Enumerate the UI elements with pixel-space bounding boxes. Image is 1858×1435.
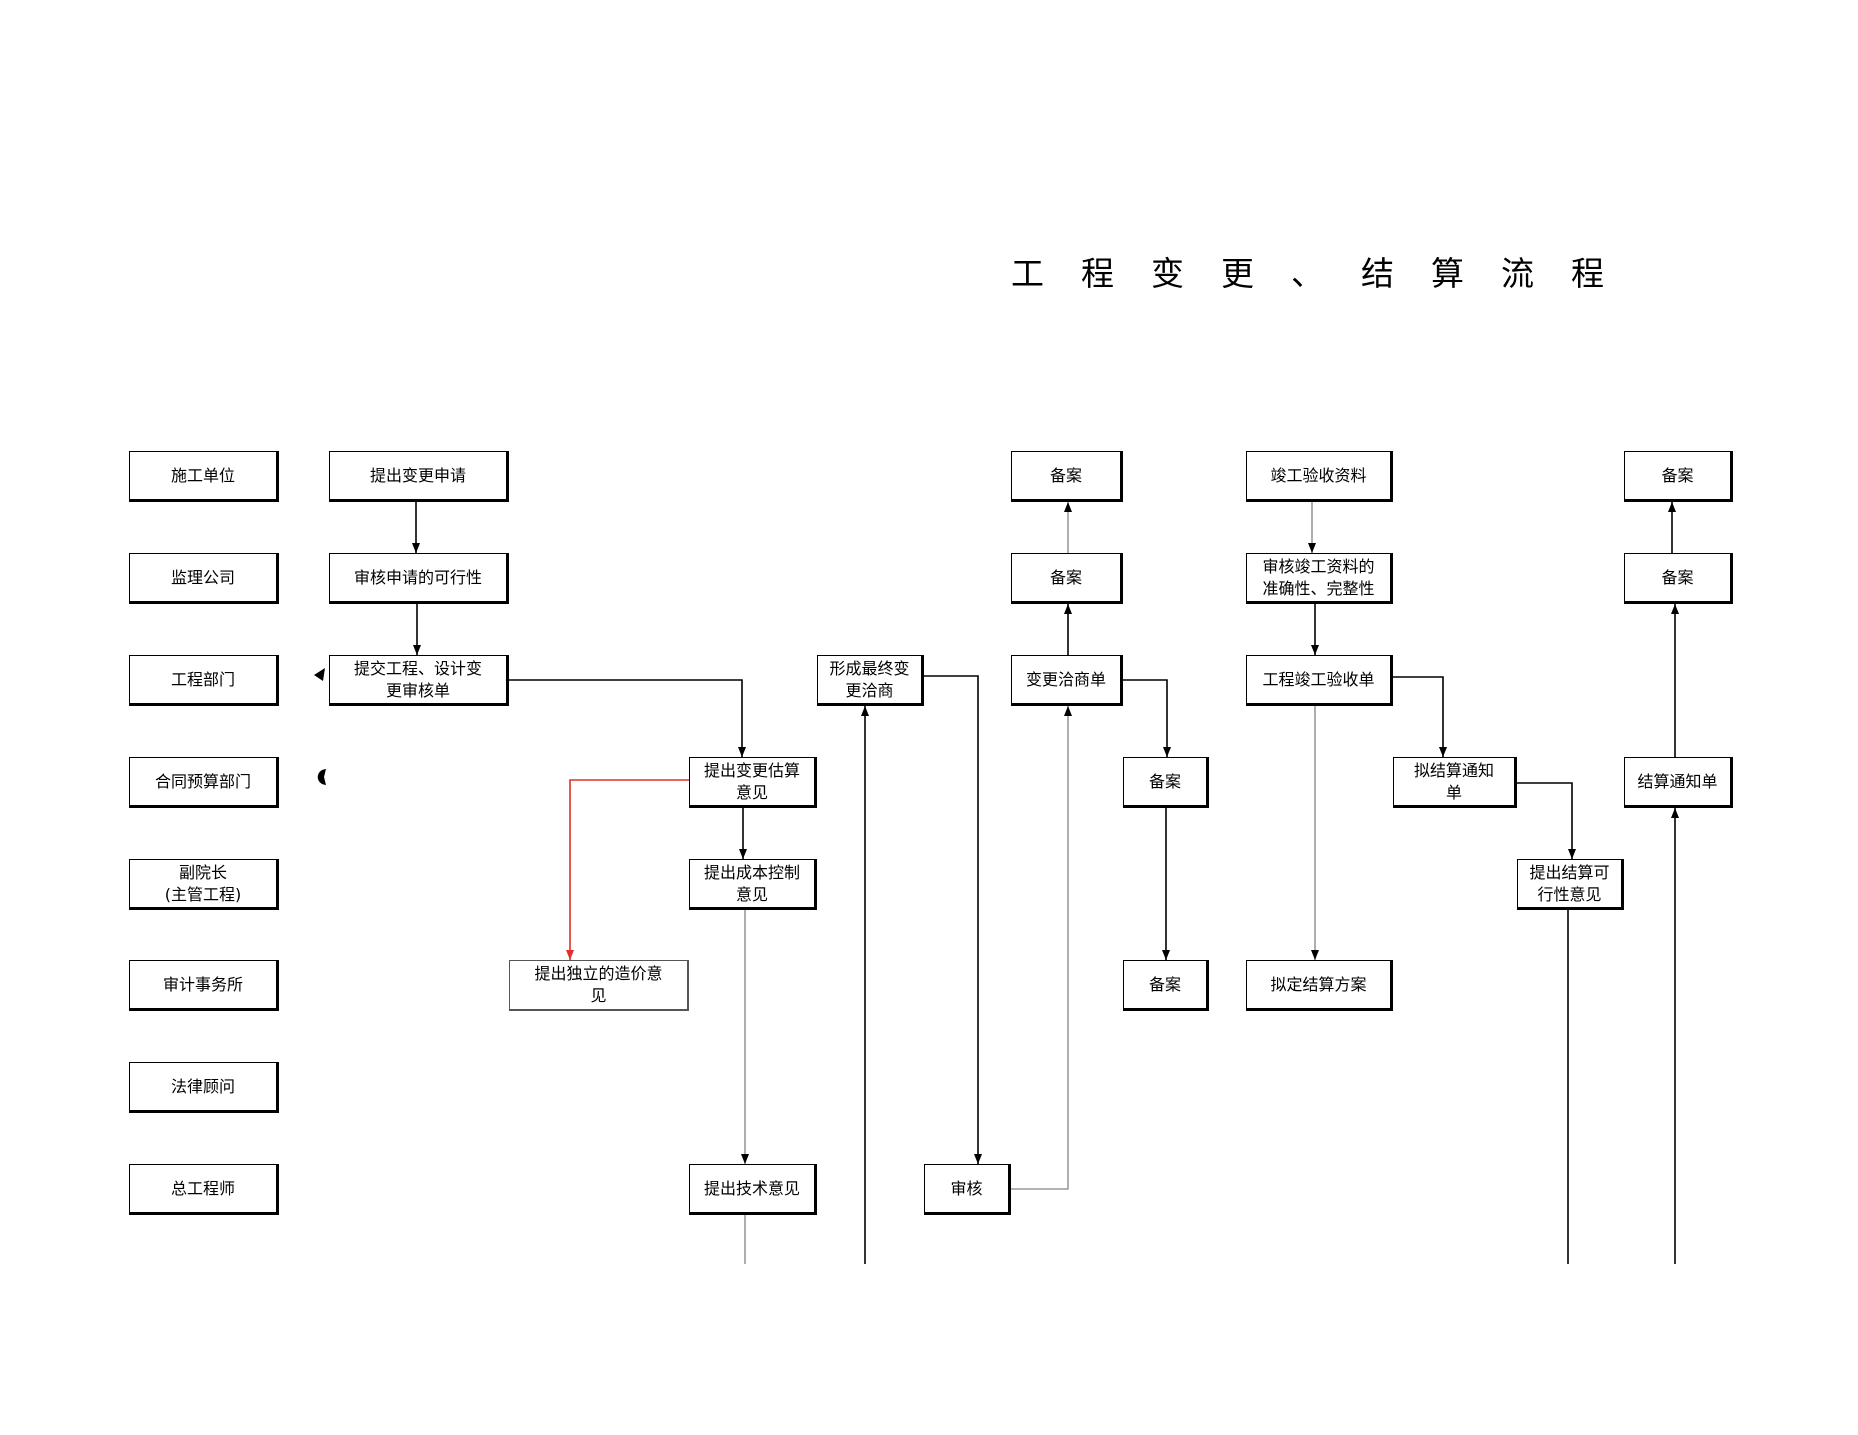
lane-deputy-director: 副院长 (主管工程) [129, 859, 279, 910]
step-cost-control-opinion: 提出成本控制 意见 [689, 859, 817, 910]
step-completion-acceptance-form: 工程竣工验收单 [1246, 655, 1393, 706]
step-change-estimate-opinion: 提出变更估算 意见 [689, 757, 817, 808]
lane-contract-budget-department: 合同预算部门 [129, 757, 279, 808]
lane-audit-firm: 审计事务所 [129, 960, 279, 1011]
step-submit-change-review-form: 提交工程、设计变 更审核单 [329, 655, 509, 706]
step-draft-settlement-notice: 拟结算通知 单 [1393, 757, 1517, 808]
step-settlement-filing-supervision: 备案 [1624, 553, 1733, 604]
lane-engineering-department: 工程部门 [129, 655, 279, 706]
connector-acceptance-to-draft-notice [1393, 676, 1447, 757]
step-technical-opinion: 提出技术意见 [689, 1164, 817, 1215]
lane-chief-engineer: 总工程师 [129, 1164, 279, 1215]
step-settlement-feasibility-opinion: 提出结算可 行性意见 [1517, 859, 1624, 910]
step-change-order-form: 变更洽商单 [1011, 655, 1123, 706]
step-review-feasibility: 审核申请的可行性 [329, 553, 509, 604]
arrow-fragment-icon [317, 769, 326, 785]
connector-change-order-to-filing-budget [1123, 679, 1171, 757]
step-chief-engineer-review: 审核 [924, 1164, 1011, 1215]
step-filing-budget-department: 备案 [1123, 757, 1209, 808]
arrow-fragment-icon [314, 668, 325, 681]
lane-supervision-company: 监理公司 [129, 553, 279, 604]
page-title: 工程变更、结算流程 [1011, 254, 1641, 293]
step-settlement-filing-construction-unit: 备案 [1624, 451, 1733, 502]
step-settlement-notice: 结算通知单 [1624, 757, 1733, 808]
step-submit-change-request: 提出变更申请 [329, 451, 509, 502]
connector-estimate-to-independent-cost [566, 779, 689, 960]
lane-construction-unit: 施工单位 [129, 451, 279, 502]
step-completion-docs: 竣工验收资料 [1246, 451, 1393, 502]
connector-final-order-to-chief-review [924, 675, 982, 1164]
connector-draft-notice-to-feasibility [1517, 782, 1576, 859]
step-filing-audit: 备案 [1123, 960, 1209, 1011]
step-filing-construction-unit: 备案 [1011, 451, 1123, 502]
lane-legal-advisor: 法律顾问 [129, 1062, 279, 1113]
step-review-completion-docs: 审核竣工资料的 准确性、完整性 [1246, 553, 1393, 604]
step-draft-settlement-plan: 拟定结算方案 [1246, 960, 1393, 1011]
step-independent-cost-opinion: 提出独立的造价意 见 [509, 960, 689, 1011]
connector-submit-form-to-estimate [509, 679, 746, 757]
step-filing-supervision: 备案 [1011, 553, 1123, 604]
connector-chief-review-to-change-order-form [1011, 706, 1072, 1190]
step-final-change-order: 形成最终变 更洽商 [817, 655, 924, 706]
